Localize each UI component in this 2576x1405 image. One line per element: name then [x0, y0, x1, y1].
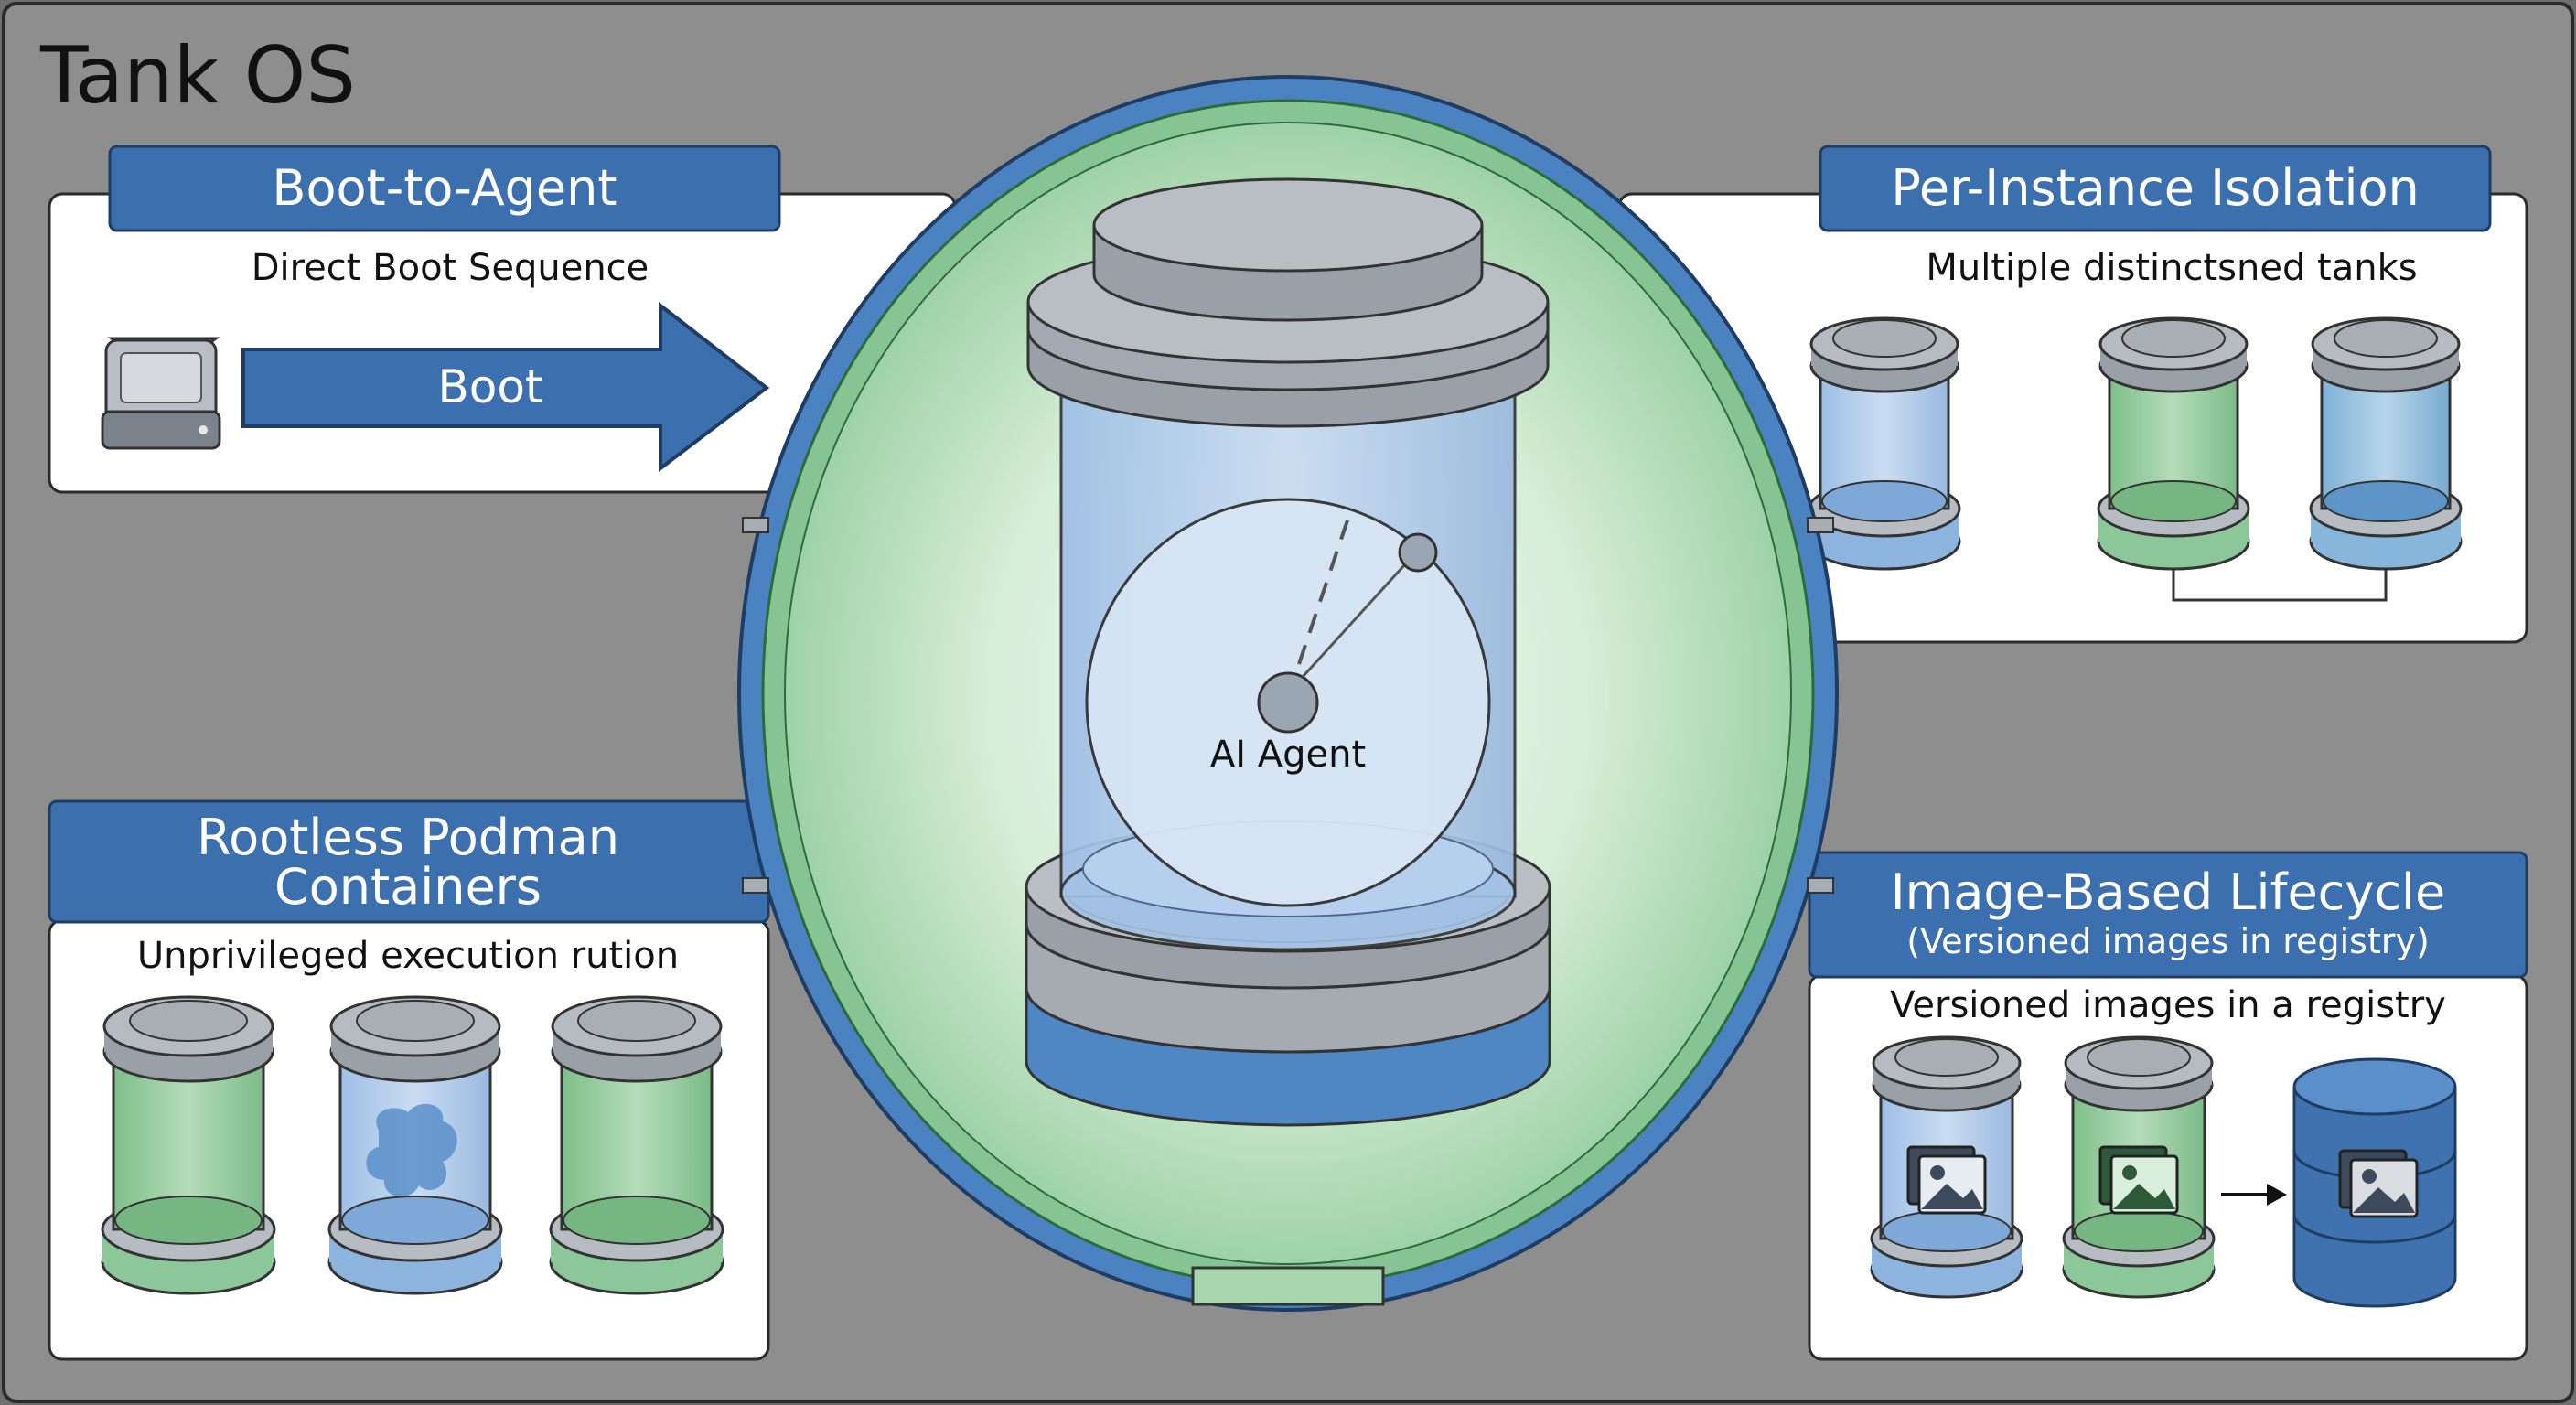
connector-line	[2172, 567, 2388, 602]
central-tank-assembly: AI Agent	[737, 75, 1839, 1312]
container-tank-green	[101, 995, 276, 1295]
panel-heading: Image-Based Lifecycle	[1891, 863, 2446, 921]
panel-heading: Boot-to-Agent	[272, 159, 617, 217]
image-icon	[1906, 1145, 1987, 1215]
panel-subtitle: Versioned images in a registry	[1890, 984, 2446, 1026]
image-icon	[2098, 1145, 2179, 1215]
page-title: Tank OS	[39, 30, 356, 122]
panel-heading-sub: (Versioned images in registry)	[1906, 921, 2430, 961]
boot-arrow: Boot	[242, 301, 770, 473]
panel-subtitle: Multiple distinctsned tanks	[1926, 247, 2417, 289]
disk-drive-icon	[101, 337, 221, 450]
panel-subtitle: Direct Boot Sequence	[252, 247, 649, 289]
tank-blue	[1808, 316, 1961, 571]
tank-teal	[2309, 316, 2463, 571]
tank-cap	[1026, 177, 1550, 428]
process-blob	[366, 1103, 457, 1197]
arrow-label: Boot	[437, 360, 542, 413]
orbit-node-icon	[1398, 532, 1438, 573]
panel-heading-line1: Rootless Podman	[197, 809, 619, 866]
agent-core-icon	[1257, 671, 1319, 734]
panel-heading-line2: Containers	[274, 858, 542, 916]
database-icon	[2292, 1057, 2457, 1308]
tank-green	[2097, 316, 2250, 571]
image-tank-green	[2062, 1035, 2216, 1299]
panel-header	[1819, 145, 2492, 232]
panel-header	[1808, 851, 2528, 979]
panel-subtitle: Unprivileged execution rution	[137, 935, 679, 977]
image-icon	[2338, 1149, 2419, 1218]
panel-heading: Per-Instance Isolation	[1891, 159, 2420, 217]
panel-header	[108, 145, 781, 232]
image-tank-blue	[1870, 1035, 2023, 1299]
ai-agent-sphere: AI Agent	[1085, 498, 1491, 907]
panel-rootless-podman: Rootless Podman Containers Unprivileged …	[48, 799, 770, 1361]
container-tank-blue	[327, 995, 503, 1295]
panel-per-instance-isolation: Per-Instance Isolation Multiple distinct…	[1617, 145, 2528, 644]
center-label: AI Agent	[1210, 734, 1366, 776]
arrow-right-icon	[2221, 1184, 2287, 1206]
panel-image-based-lifecycle: Image-Based Lifecycle (Versioned images …	[1808, 851, 2528, 1361]
bottom-joint	[1191, 1266, 1385, 1306]
container-tank-green	[549, 995, 724, 1295]
arrow-right-icon	[242, 301, 770, 473]
